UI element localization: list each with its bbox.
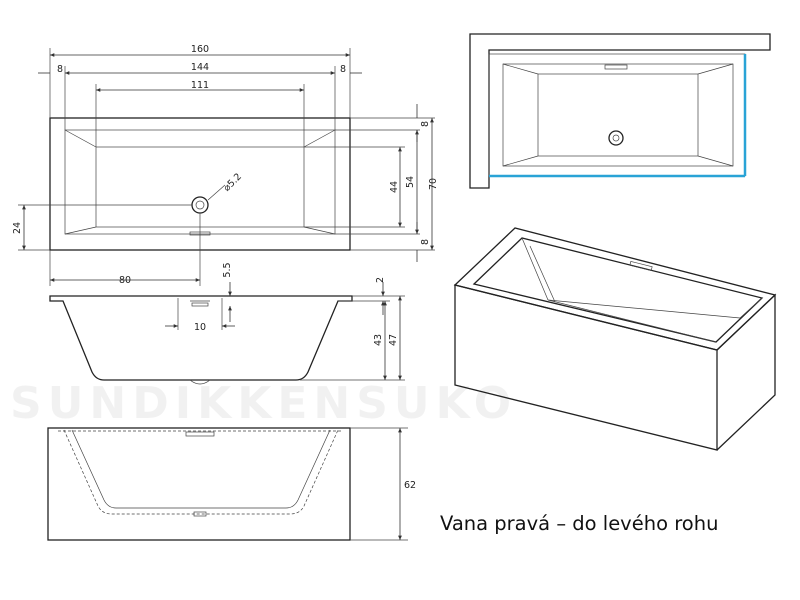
dim-rim-top: 8 <box>420 121 431 127</box>
perspective-side-face <box>716 293 776 451</box>
dim-drain-end: 80 <box>119 275 131 286</box>
dim-total-depth: 47 <box>388 334 399 346</box>
dim-overall-width: 70 <box>428 178 439 190</box>
top-view: ⌀5.2 160 8 144 8 111 8 44 54 <box>12 44 439 286</box>
corner-wall-outline <box>469 33 771 189</box>
dim-rim-bottom: 8 <box>420 239 431 245</box>
dim-rim-thickness: 2 <box>375 277 386 283</box>
dim-drain-depth: 5.5 <box>222 262 233 277</box>
watermark-text: SUNDIKKENSUKO <box>10 378 517 429</box>
inset-tub-basin <box>502 63 734 167</box>
inset-drain-icon <box>608 130 624 146</box>
drain-diameter-label: ⌀5.2 <box>222 171 245 194</box>
corner-plan-inset <box>469 33 771 189</box>
dim-inner-length: 144 <box>191 62 209 73</box>
dim-overall-length: 160 <box>191 44 209 55</box>
dim-inner-width: 54 <box>405 176 416 188</box>
dim-apron-height: 62 <box>404 480 416 491</box>
perspective-view <box>453 227 777 451</box>
dim-bottom-length: 111 <box>191 80 209 91</box>
drain-icon <box>191 196 209 214</box>
dim-drain-side: 24 <box>12 222 23 234</box>
side-section-view: 5.5 10 2 43 47 <box>49 262 405 385</box>
caption-label: Vana pravá – do levého rohu <box>440 512 719 535</box>
apron-outline <box>47 427 351 541</box>
dim-rim-right: 8 <box>340 64 346 75</box>
dim-drain-width: 10 <box>194 322 206 333</box>
apron-view: 62 <box>47 427 416 541</box>
dim-inner-depth: 43 <box>373 334 384 346</box>
dim-rim-left: 8 <box>57 64 63 75</box>
side-section-outline <box>49 295 353 381</box>
dim-bottom-width: 44 <box>389 181 400 193</box>
inset-tub-rim <box>488 53 746 177</box>
perspective-top-rim <box>453 227 777 351</box>
